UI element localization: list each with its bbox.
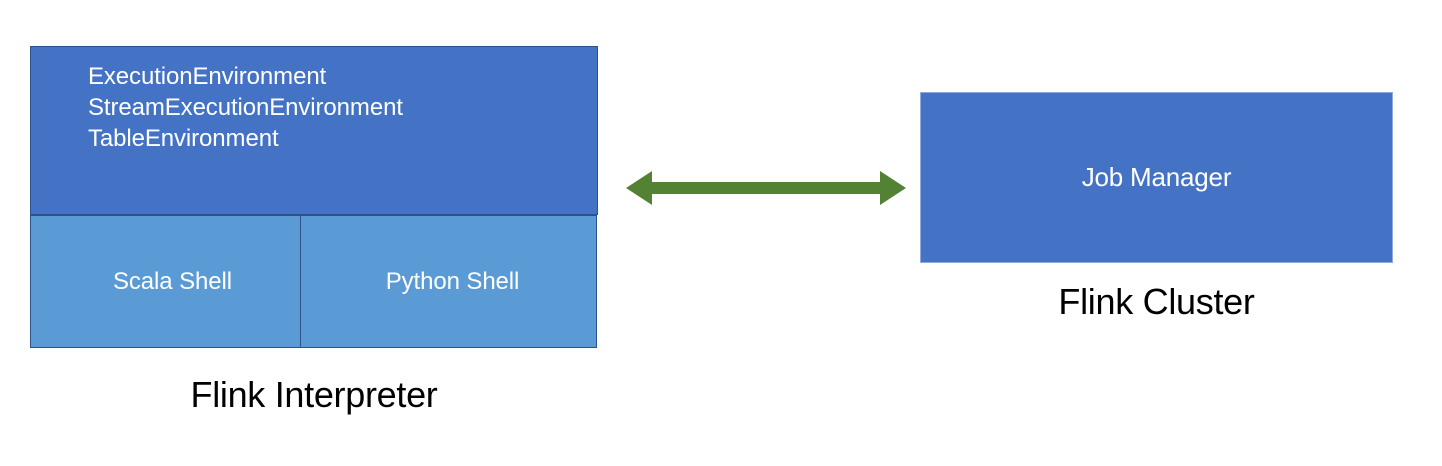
python-shell-box: Python Shell <box>300 215 597 348</box>
scala-shell-box: Scala Shell <box>30 215 301 348</box>
flink-cluster-caption: Flink Cluster <box>1058 281 1255 322</box>
shell-row: Scala Shell Python Shell <box>30 215 598 348</box>
flink-interpreter-group: ExecutionEnvironment StreamExecutionEnvi… <box>30 46 598 348</box>
flink-interpreter-caption: Flink Interpreter <box>190 374 438 415</box>
environment-item-table: TableEnvironment <box>88 125 279 152</box>
environment-item-execution: ExecutionEnvironment <box>88 63 327 90</box>
environment-box: ExecutionEnvironment StreamExecutionEnvi… <box>30 46 598 215</box>
environment-item-stream-execution: StreamExecutionEnvironment <box>88 94 403 121</box>
job-manager-box: Job Manager <box>920 92 1393 263</box>
double-headed-arrow-icon <box>624 168 908 208</box>
